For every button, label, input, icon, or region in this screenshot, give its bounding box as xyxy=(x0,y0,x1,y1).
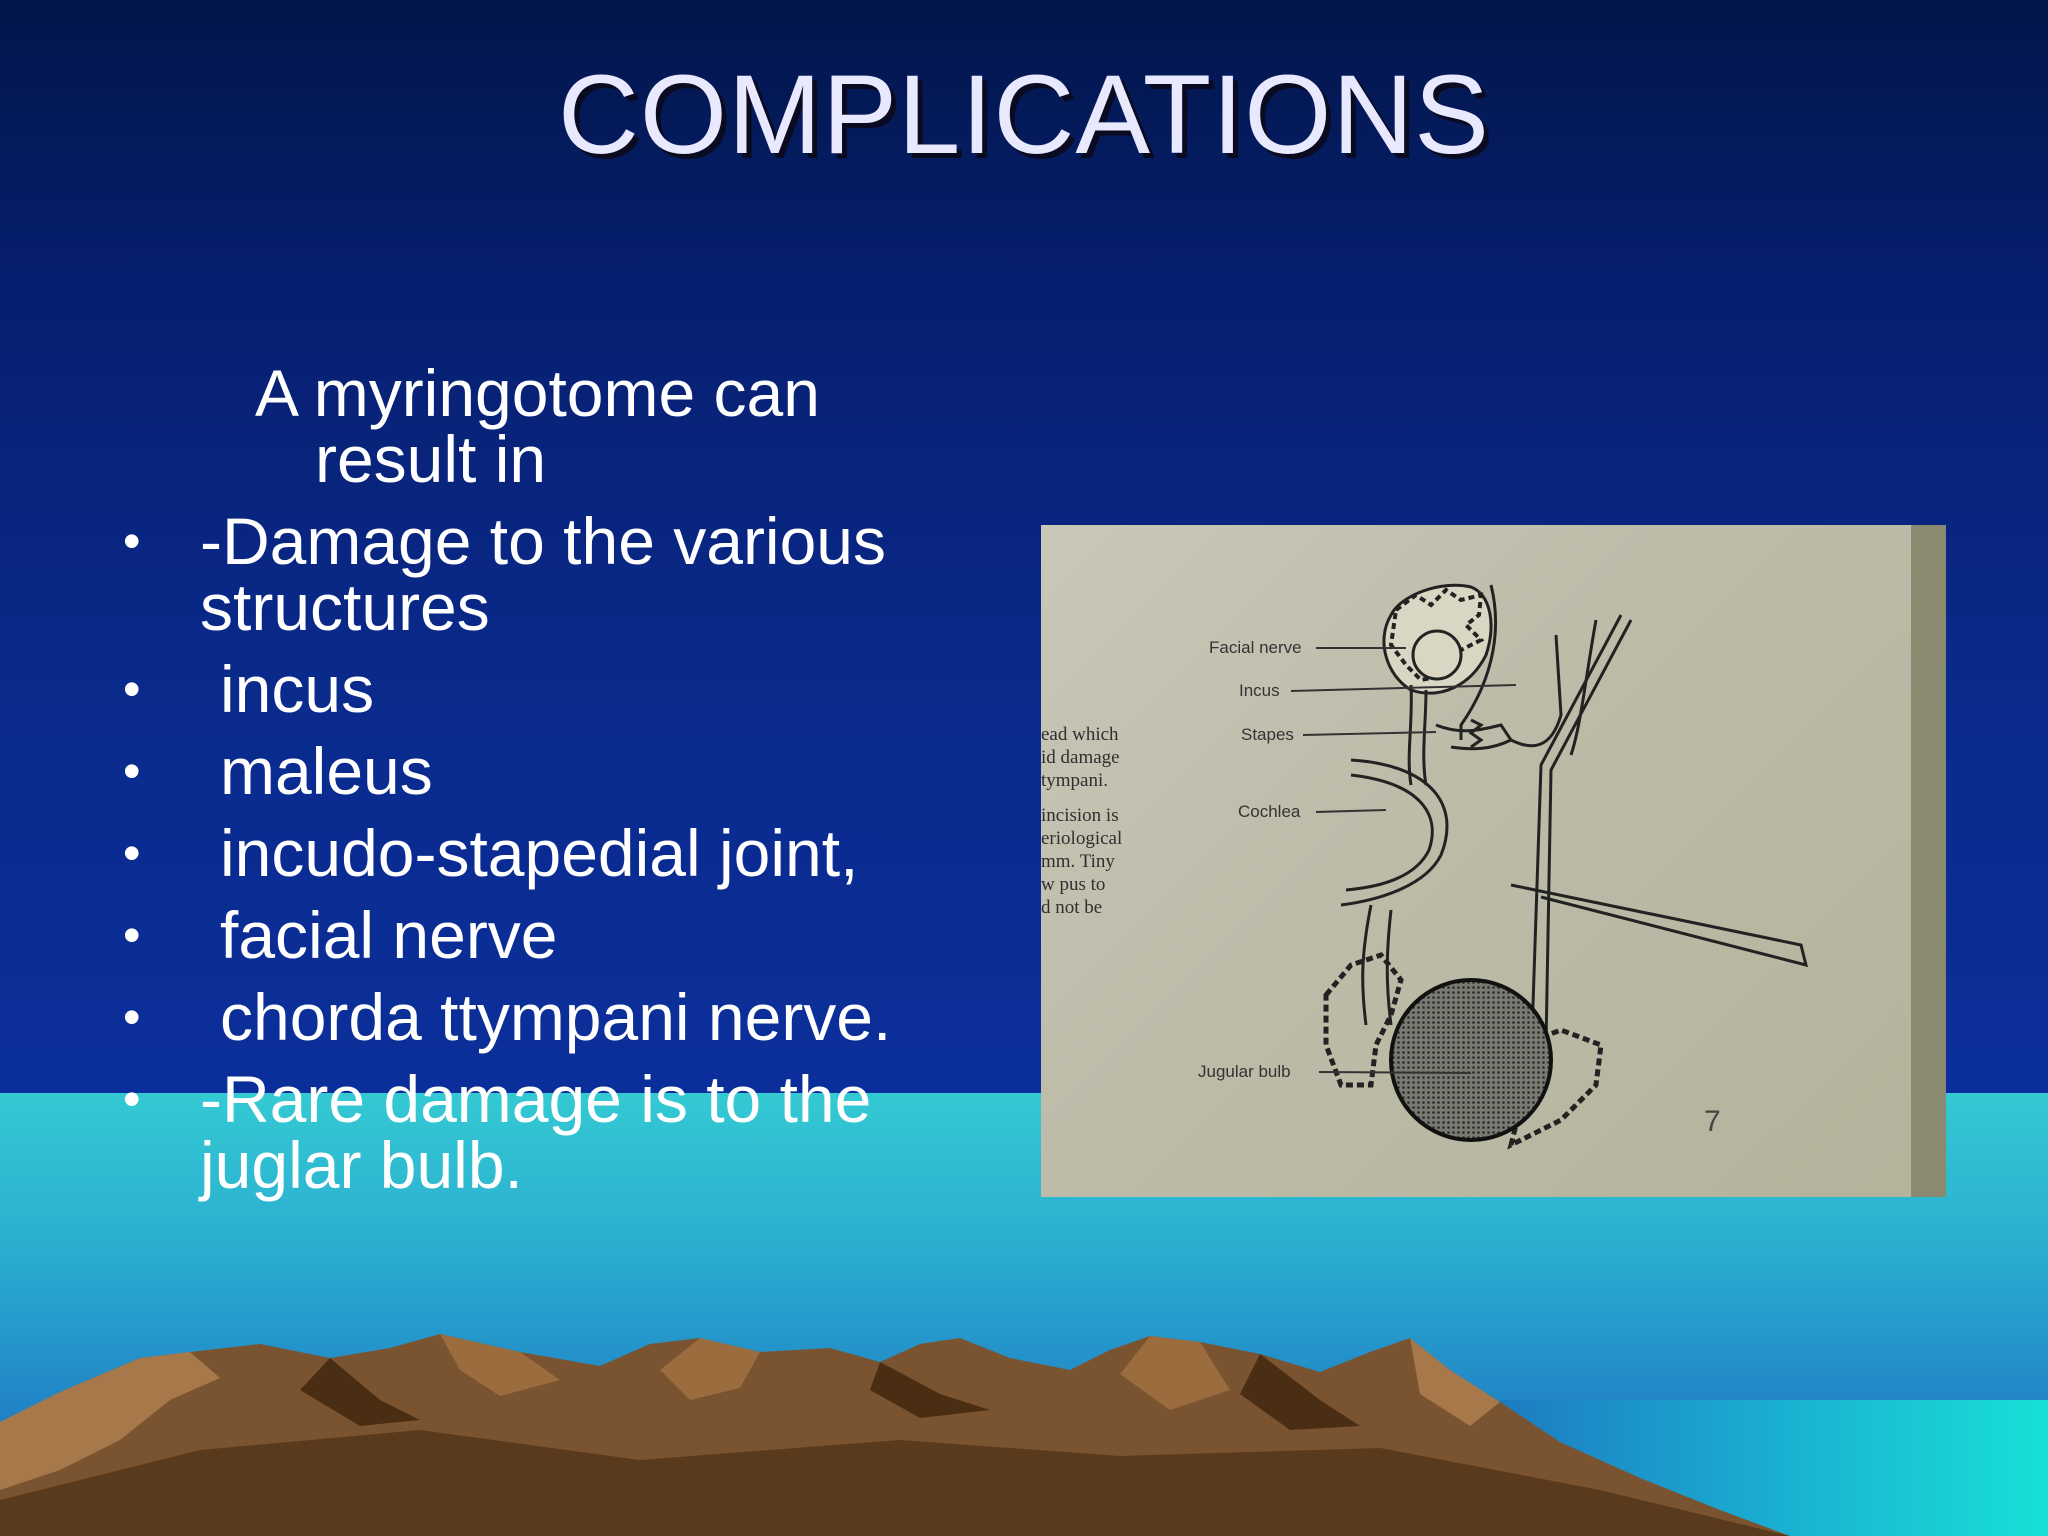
list-item: •incus xyxy=(123,652,375,726)
list-item: •incudo-stapedial joint, xyxy=(123,816,859,890)
label-cochlea: Cochlea xyxy=(1238,802,1301,821)
label-jugular-bulb: Jugular bulb xyxy=(1198,1062,1291,1081)
label-facial-nerve: Facial nerve xyxy=(1209,638,1302,657)
figure-page-number: 7 xyxy=(1704,1105,1721,1138)
bullet-icon: • xyxy=(123,513,141,569)
intro-text: A myringotome can result in xyxy=(255,356,820,496)
bullet-icon: • xyxy=(123,907,141,963)
bullet-list: •-Damage to the various structures •incu… xyxy=(115,508,975,1198)
list-item: •-Rare damage is to the juglar bulb. xyxy=(123,1062,872,1202)
list-item: •chorda ttympani nerve. xyxy=(123,980,892,1054)
list-item: •maleus xyxy=(123,734,433,808)
slide-title: COMPLICATIONS xyxy=(558,52,1490,177)
bullet-icon: • xyxy=(123,1071,141,1127)
label-incus: Incus xyxy=(1239,681,1280,700)
side-text: ead which id damage tympani. incision is… xyxy=(1041,724,1123,918)
ear-anatomy-drawing xyxy=(1290,525,1946,1197)
ear-anatomy-figure: Facial nerve Incus Stapes Cochlea Jugula… xyxy=(1041,525,1946,1197)
bullet-icon: • xyxy=(123,825,141,881)
mountains-decoration xyxy=(0,1334,1790,1536)
bullet-icon: • xyxy=(123,743,141,799)
bullet-icon: • xyxy=(123,989,141,1045)
list-item: •facial nerve xyxy=(123,898,558,972)
bullet-icon: • xyxy=(123,661,141,717)
list-item: •-Damage to the various structures xyxy=(123,504,887,644)
label-stapes: Stapes xyxy=(1241,725,1294,744)
slide-body: A myringotome can result in •-Damage to … xyxy=(115,360,975,1214)
